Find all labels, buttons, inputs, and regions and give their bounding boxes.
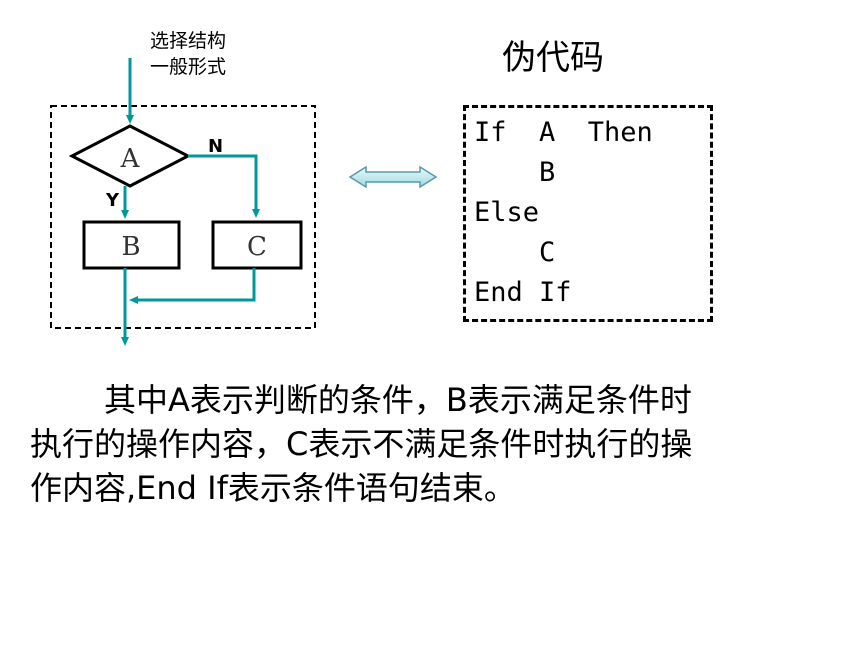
description-line-1: 其中A表示判断的条件，B表示满足条件时 xyxy=(104,381,692,419)
yes-label: Y xyxy=(105,190,120,211)
description-paragraph: 其中A表示判断的条件，B表示满足条件时 执行的操作内容，C表示不满足条件时执行的… xyxy=(30,378,830,510)
description-line-2: 执行的操作内容，C表示不满足条件时执行的操 xyxy=(30,425,693,463)
caption-line-2: 一般形式 xyxy=(150,56,227,78)
flowchart-dashed-frame xyxy=(50,105,316,329)
pseudocode-box: If A Then B Else C End If xyxy=(463,105,713,322)
decision-diamond xyxy=(68,124,192,188)
code-line-2: B xyxy=(474,157,556,188)
code-line-4: C xyxy=(474,237,556,268)
process-box-c xyxy=(211,220,303,270)
pseudocode-title: 伪代码 xyxy=(502,38,604,78)
code-line-3: Else xyxy=(474,197,540,228)
code-line-5: End If xyxy=(474,277,572,308)
double-arrow-icon xyxy=(348,165,438,189)
decision-label: A xyxy=(120,144,141,174)
no-label: N xyxy=(208,136,223,157)
box-c-label: C xyxy=(247,232,267,262)
process-box-b xyxy=(82,220,181,270)
caption-line-1: 选择结构 xyxy=(150,30,227,52)
merge-arrow xyxy=(129,268,256,304)
flowchart-caption: 选择结构 一般形式 xyxy=(150,28,226,80)
code-line-1: If A Then xyxy=(474,117,653,148)
description-line-3: 作内容,End If表示条件语句结束。 xyxy=(30,469,516,507)
no-arrow xyxy=(188,154,260,218)
box-b-label: B xyxy=(121,232,140,262)
